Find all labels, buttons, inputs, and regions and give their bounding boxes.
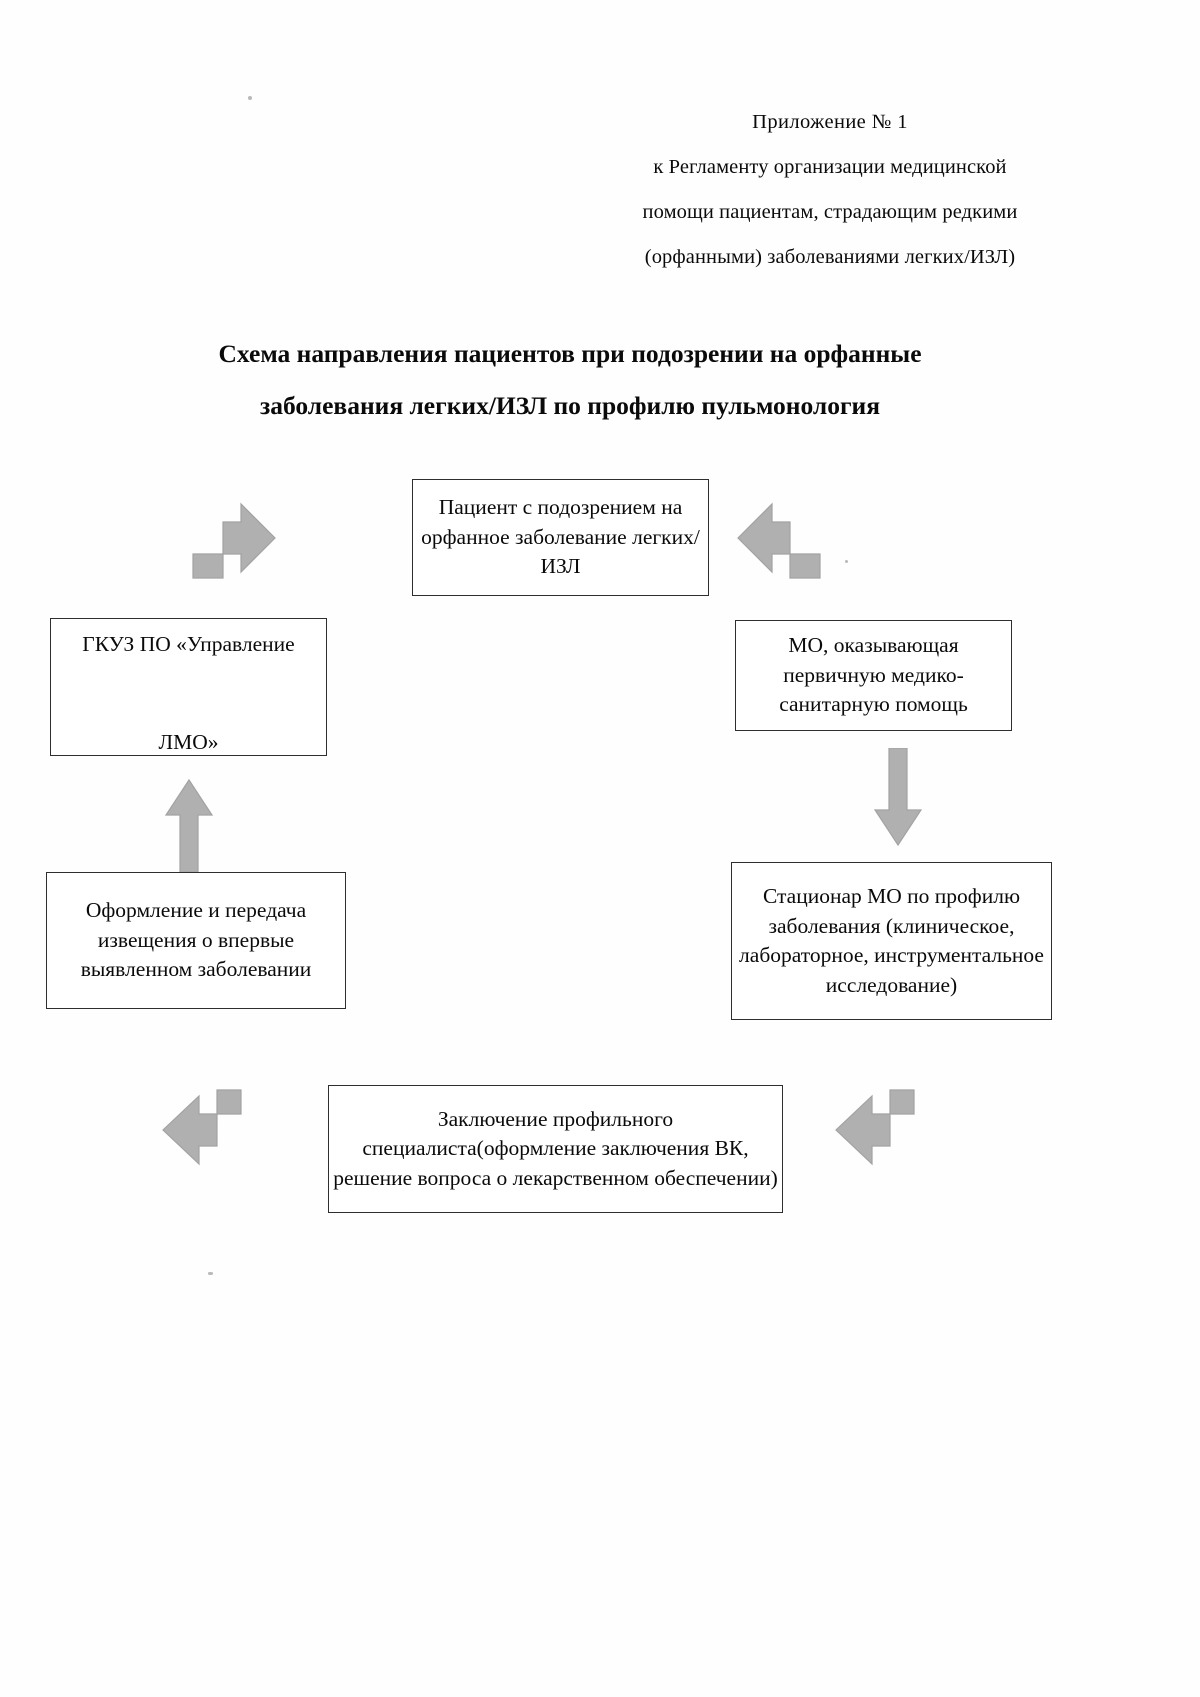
node-gkuz-label-line-1: ГКУЗ ПО «Управление <box>82 632 295 656</box>
node-notice-registration: Оформление и передача извещения о впервы… <box>46 872 346 1009</box>
appendix-header-line-3: помощи пациентам, страдающим редкими <box>642 201 1018 223</box>
arrow-hospital-to-conclusion-icon <box>828 1086 924 1176</box>
appendix-header-line-4: (орфанными) заболеваниями легких/ИЗЛ) <box>644 246 1016 268</box>
arrow-mo-to-hospital-icon <box>872 748 924 848</box>
page-title: Схема направления пациентов при подозрен… <box>150 328 990 432</box>
appendix-header-line-2: к Регламенту организации медицинской <box>653 156 1007 178</box>
node-patient: Пациент с подозрением на орфанное заболе… <box>412 479 709 596</box>
scan-artifact <box>845 560 848 563</box>
appendix-header-line-1: Приложение № 1 <box>752 111 908 133</box>
node-mo-primary-care: МО, оказывающая первичную медико-санитар… <box>735 620 1012 731</box>
node-hospital-label: Стационар МО по профилю заболевания (кли… <box>739 884 1044 997</box>
scan-artifact <box>208 1272 213 1275</box>
node-gkuz: ГКУЗ ПО «Управление ЛМО» <box>50 618 327 756</box>
arrow-conclusion-to-notice-icon <box>155 1086 251 1176</box>
page-title-line-1: Схема направления пациентов при подозрен… <box>218 339 922 368</box>
node-hospital-department: Стационар МО по профилю заболевания (кли… <box>731 862 1052 1020</box>
node-conclusion-label: Заключение профильного специалиста(оформ… <box>333 1106 778 1190</box>
arrow-notice-to-gkuz-icon <box>163 778 215 873</box>
arrow-patient-to-mo-icon <box>728 498 828 593</box>
page-title-line-2: заболевания легких/ИЗЛ по профилю пульмо… <box>259 391 881 420</box>
node-mo-label: МО, оказывающая первичную медико-санитар… <box>779 633 968 717</box>
arrow-patient-to-gkuz-icon <box>185 498 285 593</box>
node-patient-label: Пациент с подозрением на орфанное заболе… <box>421 495 700 579</box>
node-notice-label: Оформление и передача извещения о впервы… <box>80 898 312 982</box>
appendix-header: Приложение № 1 к Регламенту организации … <box>600 100 1060 280</box>
node-specialist-conclusion: Заключение профильного специалиста(оформ… <box>328 1085 783 1213</box>
scan-artifact <box>248 96 252 100</box>
node-gkuz-label-line-2: ЛМО» <box>158 730 219 754</box>
